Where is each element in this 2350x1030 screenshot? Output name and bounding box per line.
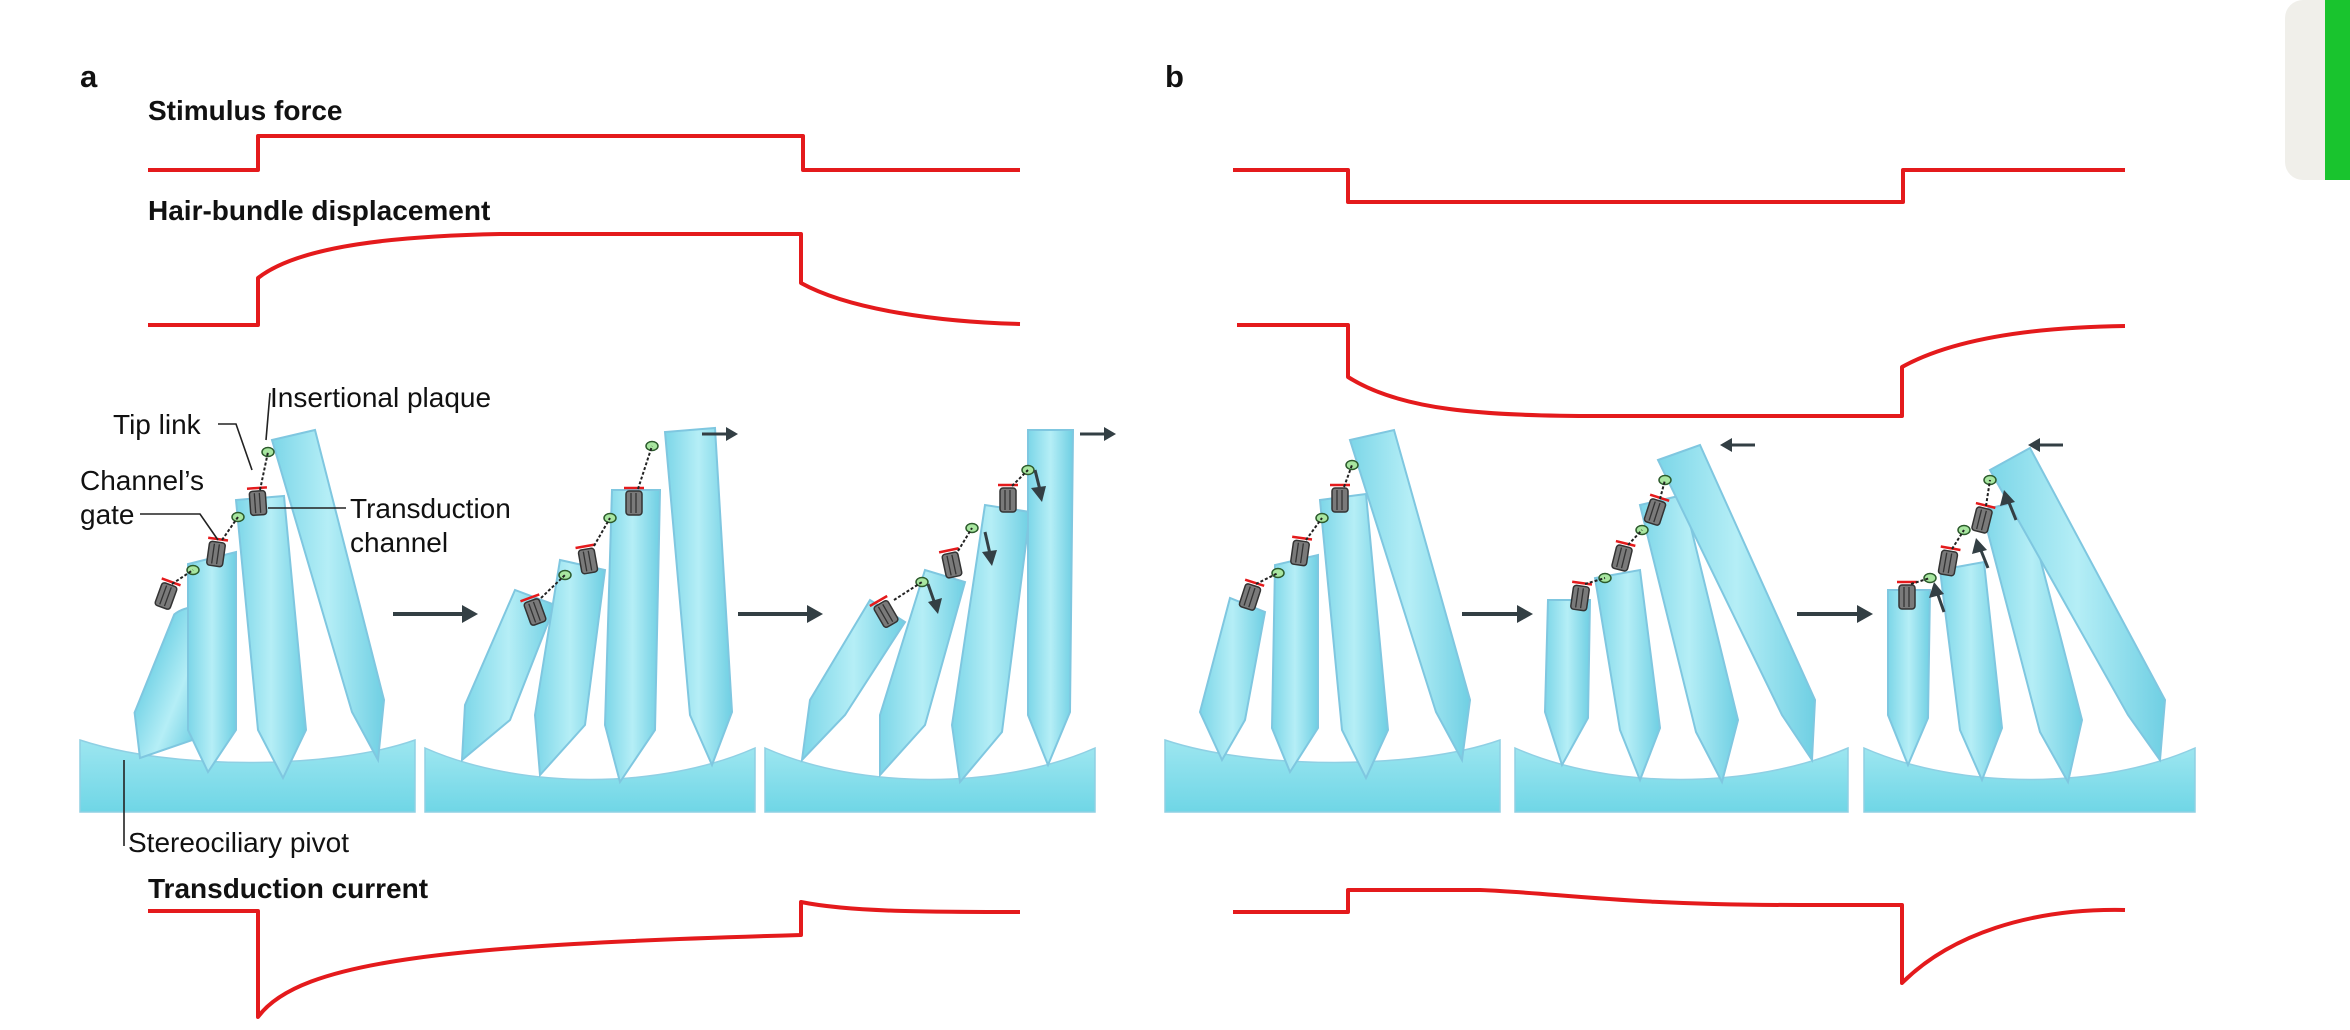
transduction-channel bbox=[1895, 580, 1919, 611]
channels-gate-leader bbox=[140, 513, 219, 541]
panel-b-bundle-adapted bbox=[1863, 438, 2196, 813]
left-right-arrow-icon bbox=[1720, 438, 1755, 452]
tip-link-leader bbox=[218, 423, 253, 471]
insertional-plaque bbox=[1923, 572, 1937, 584]
stereocilium bbox=[1198, 596, 1267, 763]
insertional-plaque bbox=[915, 576, 929, 588]
panel-a-bundle-rest bbox=[79, 428, 416, 813]
insertional-plaque bbox=[558, 569, 572, 581]
right-arrow-icon bbox=[1462, 605, 1533, 623]
right-arrow-icon bbox=[393, 605, 478, 623]
stereocilium bbox=[1887, 589, 1932, 768]
stereocilium bbox=[1543, 599, 1592, 768]
left-right-arrow-icon bbox=[1080, 427, 1116, 441]
stereocilium bbox=[270, 428, 386, 764]
stereocilium bbox=[603, 489, 662, 785]
stereociliary-base bbox=[424, 746, 756, 813]
stereociliary-base bbox=[764, 746, 1096, 813]
stereociliary-pivot-callout: Stereociliary pivot bbox=[128, 827, 349, 858]
panel-b-stimulus-trace bbox=[1233, 168, 2125, 204]
transduction-current-label: Transduction current bbox=[148, 873, 428, 904]
transduction-channel bbox=[1328, 483, 1352, 514]
hair-bundle-displacement-label: Hair-bundle displacement bbox=[148, 195, 490, 226]
panel-a-bundle-displaced bbox=[424, 426, 756, 813]
transduction-channel bbox=[622, 486, 646, 517]
panel-b-label: b bbox=[1165, 59, 1184, 94]
stereociliary-base bbox=[1863, 746, 2196, 813]
stereocilium bbox=[1348, 428, 1472, 764]
panel-a-current-trace bbox=[148, 900, 1021, 1019]
stereocilium bbox=[1270, 553, 1319, 775]
stereocilium bbox=[533, 558, 607, 778]
panel-b-current-trace bbox=[1233, 888, 2126, 985]
tip-link bbox=[1584, 479, 1666, 585]
insertional-plaque bbox=[1271, 567, 1285, 579]
tip-link bbox=[893, 469, 1029, 601]
insertional-plaque bbox=[231, 511, 245, 523]
stereocilium bbox=[1318, 492, 1390, 781]
panel-b-displacement-trace bbox=[1237, 323, 2126, 418]
stereocilium bbox=[1988, 446, 2167, 763]
stereocilium bbox=[1938, 560, 2004, 783]
tip-link bbox=[1255, 464, 1353, 585]
insertional-plaque-callout: Insertional plaque bbox=[270, 382, 491, 413]
panel-b-bundle-rest bbox=[1164, 428, 1501, 813]
panel-b-bundle-displaced bbox=[1514, 438, 1849, 813]
transduction-channel bbox=[996, 483, 1020, 514]
stereocilium bbox=[663, 426, 734, 768]
insertional-plaque-leader bbox=[265, 392, 271, 441]
stereocilium bbox=[460, 588, 557, 763]
stereocilium bbox=[187, 550, 237, 775]
transduction-channel bbox=[151, 577, 182, 612]
stereocilium bbox=[950, 503, 1032, 785]
transduction-channel bbox=[937, 546, 966, 581]
stereocilium bbox=[1593, 568, 1662, 783]
panel-a-bundle-adapted bbox=[764, 427, 1116, 813]
panel-a-displacement-trace bbox=[148, 232, 1021, 327]
right-arrow-icon bbox=[738, 605, 823, 623]
channels-gate-callout-line1: Channel’s bbox=[80, 465, 204, 496]
stereocilium bbox=[1638, 493, 1740, 785]
transduction-channel bbox=[245, 486, 271, 517]
stimulus-force-label: Stimulus force bbox=[148, 95, 342, 126]
stereocilium bbox=[234, 494, 308, 781]
down-up-arrow-icon bbox=[1929, 490, 2018, 613]
channels-gate-callout-line2: gate bbox=[80, 499, 135, 530]
insertional-plaque bbox=[1345, 459, 1359, 471]
transduction-channel bbox=[1235, 578, 1266, 613]
stereociliary-base bbox=[79, 738, 416, 813]
left-right-arrow-icon bbox=[2028, 438, 2063, 452]
stereocilium bbox=[879, 568, 967, 778]
stereociliary-base bbox=[1164, 738, 1501, 813]
stereocilium bbox=[1656, 443, 1817, 764]
corner-tab-accent bbox=[2325, 0, 2350, 180]
transduction-channel-callout-line1: Transduction bbox=[350, 493, 511, 524]
panel-a-stimulus-trace bbox=[148, 134, 1020, 172]
left-right-arrow-icon bbox=[702, 427, 738, 441]
tip-link bbox=[540, 445, 653, 599]
tip-link bbox=[1910, 479, 1991, 585]
stereocilium bbox=[1027, 429, 1075, 768]
panel-a-label: a bbox=[80, 59, 98, 94]
right-arrow-icon bbox=[1797, 605, 1873, 623]
transduction-channel-callout-line2: channel bbox=[350, 527, 448, 558]
tip-link bbox=[171, 451, 269, 585]
tip-link-callout: Tip link bbox=[113, 409, 202, 440]
transduction-channel bbox=[1608, 539, 1637, 574]
down-up-arrow-icon bbox=[926, 469, 1046, 614]
